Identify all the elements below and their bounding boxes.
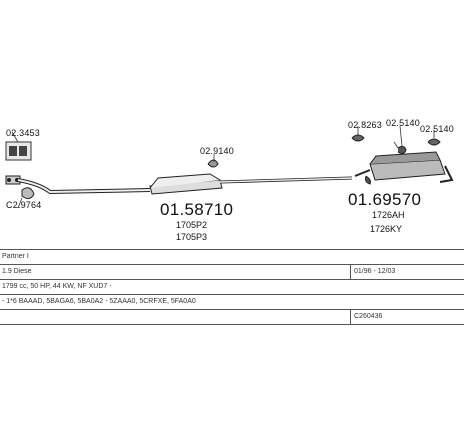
vehicle-years: 01/96 - 12/03 (354, 268, 396, 275)
exhaust-diagram: 02.3453 C2.9764 02.9140 02.8263 02.5140 … (0, 108, 464, 248)
middle-silencer (149, 173, 223, 195)
part-label-1: 02.3453 (6, 128, 40, 138)
table-row-catalog: C260436 (0, 309, 464, 325)
vehicle-info-table: Partner I 1.9 Diese 01/96 - 12/03 1799 c… (0, 249, 464, 325)
engine-codes: - 1*6 BAAAD, 5BAGA6, 5BA0A2 - 5ZAAA0, 5C… (2, 298, 196, 305)
vehicle-specs: 1799 cc, 50 HP, 44 KW, NF XUD7 - (2, 283, 112, 290)
table-row-model: Partner I (0, 249, 464, 264)
vehicle-model: Partner I (2, 253, 29, 260)
table-row-engine: 1.9 Diese 01/96 - 12/03 (0, 264, 464, 279)
ref-left-1: 1705P2 (176, 220, 208, 230)
rear-silencer (354, 151, 454, 183)
table-row-codes: - 1*6 BAAAD, 5BAGA6, 5BA0A2 - 5ZAAA0, 5C… (0, 294, 464, 309)
rear-hanger-1-icon (351, 126, 365, 142)
ref-left-2: 1705P3 (176, 232, 208, 242)
clamp-rear-icon (365, 175, 371, 185)
part-label-5: 02.5140 (386, 118, 420, 128)
rear-hanger-2-icon (397, 125, 407, 155)
main-part-left: 01.58710 (160, 200, 234, 219)
main-part-right: 01.69570 (348, 190, 422, 209)
rear-hanger-3-icon (427, 130, 441, 146)
ref-right-1: 1726AH (372, 210, 405, 220)
part-label-2: C2.9764 (6, 200, 42, 210)
hanger-middle-icon (207, 154, 219, 168)
exhaust-drawing (5, 125, 454, 209)
clamp-left-icon (17, 187, 35, 209)
part-label-4: 02.8263 (348, 120, 382, 130)
part-label-3: 02.9140 (200, 146, 234, 156)
table-row-specs: 1799 cc, 50 HP, 44 KW, NF XUD7 - (0, 279, 464, 294)
gasket-part-icon (5, 131, 32, 161)
catalog-number: C260436 (354, 313, 383, 320)
vehicle-engine: 1.9 Diese (2, 268, 32, 275)
ref-right-2: 1726KY (370, 224, 403, 234)
front-flange-icon (5, 175, 21, 185)
part-label-6: 02.5140 (420, 124, 454, 134)
